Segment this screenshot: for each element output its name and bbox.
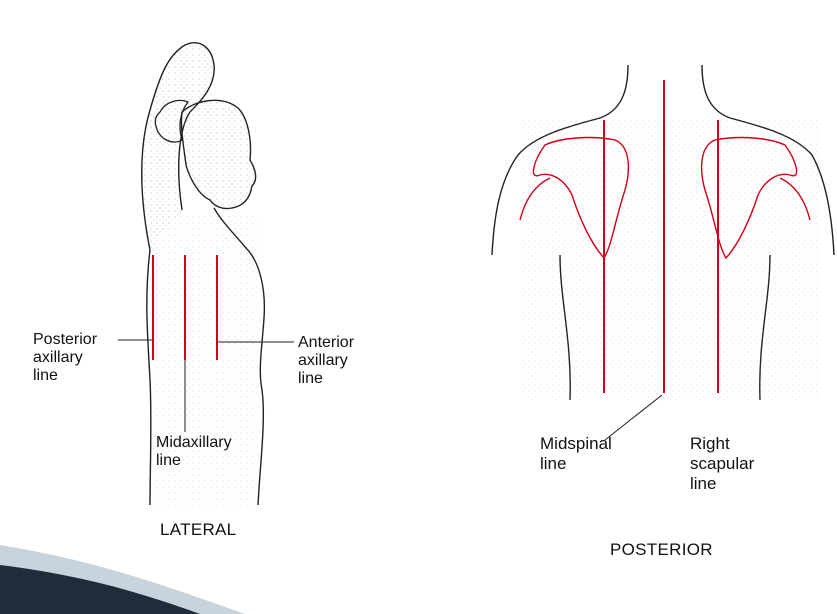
posterior-axillary-label-line3: line — [33, 367, 58, 384]
lateral-hair — [154, 99, 190, 143]
midspinal-label-line1: Midspinal — [540, 434, 612, 453]
anterior-axillary-label-line2: axillary — [298, 352, 348, 369]
midaxillary-label: Midaxillary line — [156, 434, 232, 470]
right-scapular-label-line1: Right — [690, 434, 730, 453]
midspinal-leader — [604, 394, 663, 441]
posterior-axillary-label-line2: axillary — [33, 349, 83, 366]
lateral-caption: LATERAL — [160, 520, 237, 539]
right-scapular-label: Right scapular line — [690, 434, 754, 494]
lateral-figure — [118, 42, 294, 506]
midspinal-label-line2: line — [540, 454, 567, 473]
anterior-axillary-label-line1: Anterior — [298, 334, 355, 351]
anterior-axillary-label: Anterior axillary line — [298, 334, 354, 388]
midspinal-label: Midspinal line — [540, 434, 612, 474]
anterior-axillary-label-line3: line — [298, 370, 323, 387]
midaxillary-label-line1: Midaxillary — [156, 434, 232, 451]
right-scapular-label-line3: line — [690, 474, 717, 493]
posterior-caption: POSTERIOR — [610, 540, 713, 559]
midaxillary-label-line2: line — [156, 452, 181, 469]
right-scapula — [700, 136, 811, 260]
right-scapular-label-line2: scapular — [690, 454, 755, 473]
corner-swoosh — [0, 545, 245, 614]
lateral-head — [180, 99, 257, 210]
posterior-axillary-label-line1: Posterior — [33, 331, 98, 348]
posterior-figure — [491, 64, 835, 441]
posterior-axillary-label: Posterior axillary line — [33, 331, 97, 385]
